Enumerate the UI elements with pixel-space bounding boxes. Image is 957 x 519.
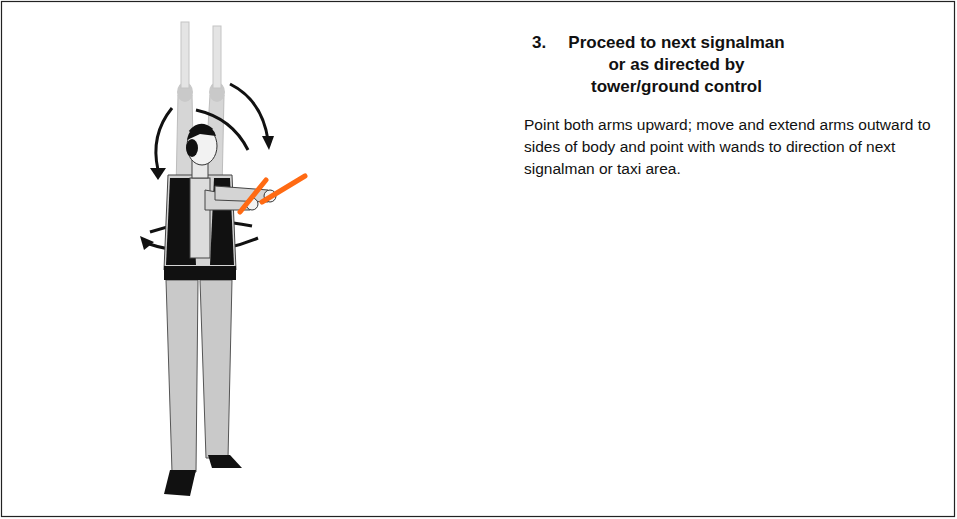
head: [186, 125, 217, 178]
signal-number: 3.: [532, 32, 546, 54]
raised-arms-ghost: [176, 22, 225, 190]
orange-wands: [240, 176, 305, 212]
legs: [164, 280, 242, 496]
signal-description: Point both arms upward; move and extend …: [524, 114, 948, 180]
signal-title: Proceed to next signalman or as directed…: [566, 32, 787, 98]
